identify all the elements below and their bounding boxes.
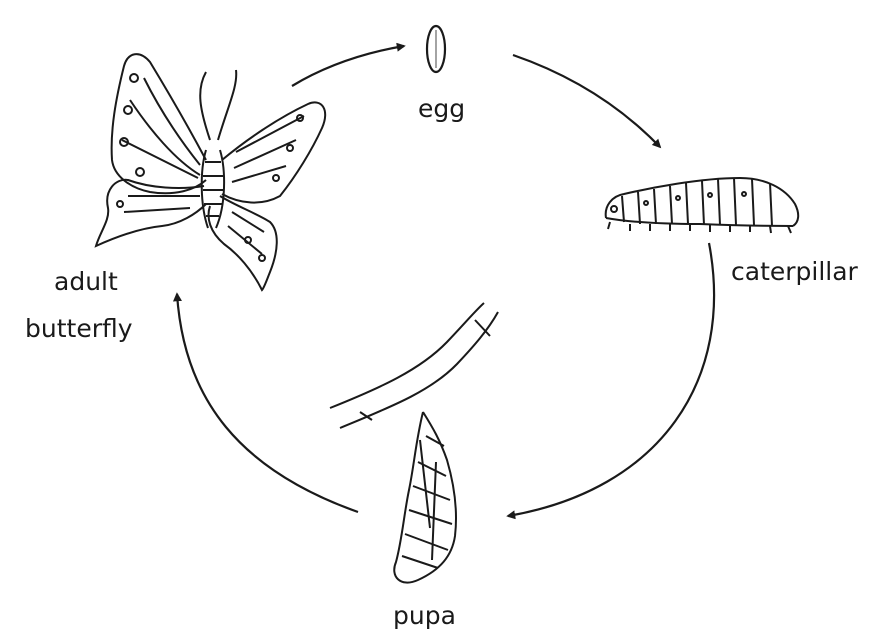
butterfly-illustration (96, 54, 325, 290)
adult-label-line1: adult (54, 266, 118, 297)
arrow-caterpillar-to-pupa (508, 243, 714, 516)
adult-label-line2: butterfly (25, 313, 133, 344)
arrow-pupa-to-adult (177, 294, 358, 512)
egg-label: egg (418, 93, 465, 124)
pupa-illustration (330, 303, 498, 583)
caterpillar-illustration (606, 178, 799, 233)
arrow-egg-to-caterpillar (513, 55, 660, 147)
egg-illustration (427, 26, 445, 72)
pupa-label: pupa (393, 600, 456, 631)
twig (330, 303, 498, 428)
caterpillar-label: caterpillar (731, 256, 858, 287)
arrow-adult-to-egg (292, 46, 404, 86)
